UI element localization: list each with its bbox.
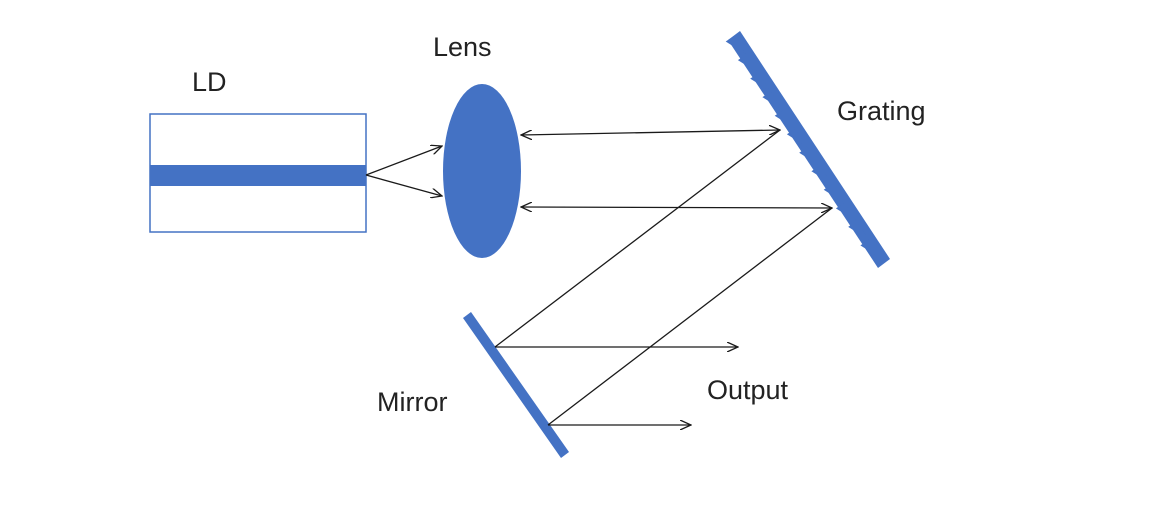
laser-diode — [149, 113, 367, 233]
mirror-label: Mirror — [377, 387, 447, 417]
lens — [443, 84, 521, 258]
lens-label: Lens — [433, 32, 492, 62]
output-label: Output — [707, 375, 789, 405]
ld-label: LD — [192, 67, 227, 97]
grating — [725, 31, 890, 268]
ray-ld-to-lens-upper — [365, 146, 442, 176]
ray-lens-grating-upper — [521, 130, 780, 135]
mirror — [463, 312, 569, 458]
ray-grating-to-mirror-2 — [547, 207, 833, 426]
ray-grating-to-mirror-1 — [494, 129, 781, 348]
ray-ld-to-lens-lower — [365, 174, 442, 196]
grating-teeth-sawtooth — [725, 36, 881, 259]
grating-label: Grating — [837, 96, 926, 126]
laser-diode-active-stripe — [150, 165, 366, 186]
ray-lens-grating-lower — [521, 207, 832, 208]
